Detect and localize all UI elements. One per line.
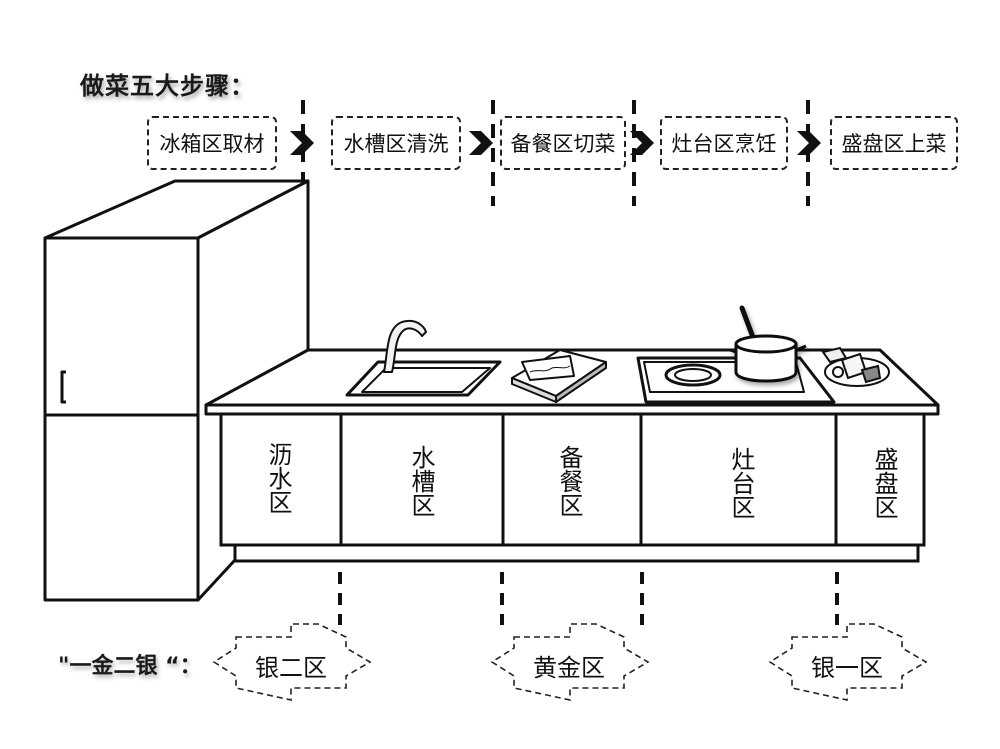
cutting-board bbox=[511, 349, 607, 403]
cabinet-body bbox=[219, 412, 926, 563]
zone-frame-gold bbox=[490, 623, 650, 701]
fridge-handle-icon bbox=[60, 370, 66, 404]
chevron-right-icon bbox=[797, 131, 821, 155]
faucet-icon bbox=[383, 320, 427, 373]
burner-icon bbox=[664, 363, 722, 387]
chevron-right-icon bbox=[469, 131, 493, 155]
cabinet-label-plating: 盛盘区 bbox=[870, 447, 898, 519]
pot-icon bbox=[729, 305, 807, 383]
step-plating: 盛盘区上菜 bbox=[830, 116, 958, 170]
zone-frame-silver-2 bbox=[212, 623, 372, 701]
cabinet-label-sink: 水槽区 bbox=[407, 445, 435, 517]
step-fridge: 冰箱区取材 bbox=[147, 116, 277, 170]
step-prep: 备餐区切菜 bbox=[500, 116, 626, 170]
chevron-right-icon bbox=[630, 131, 654, 155]
cabinet-label-draining: 沥水区 bbox=[264, 442, 292, 514]
sink bbox=[345, 320, 502, 397]
cabinet-label-stove: 灶台区 bbox=[727, 447, 755, 519]
page-title: 做菜五大步骤： bbox=[80, 72, 255, 100]
food-plate-icon bbox=[821, 346, 890, 387]
zone-frame-silver-1 bbox=[768, 623, 928, 701]
chevron-right-icon bbox=[290, 131, 314, 155]
legend-lead: "一金二银 “： bbox=[58, 654, 202, 679]
zone-label-gold: 黄金区 bbox=[533, 654, 605, 682]
zone-label-silver-2: 银二区 bbox=[255, 654, 327, 682]
zone-label-silver-1: 银一区 bbox=[811, 654, 883, 682]
step-sink: 水槽区清洗 bbox=[331, 116, 461, 170]
cabinet-label-prep: 备餐区 bbox=[555, 445, 583, 517]
step-stove: 灶台区烹饪 bbox=[660, 116, 788, 170]
